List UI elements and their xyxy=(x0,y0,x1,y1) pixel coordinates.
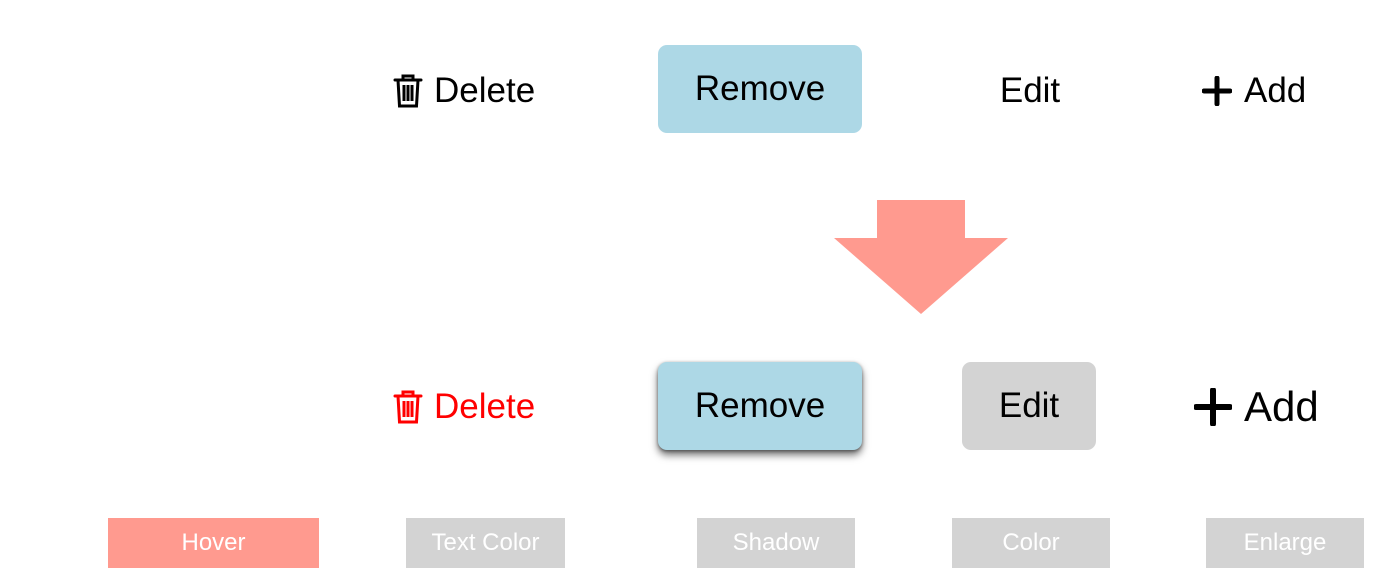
color-label: Color xyxy=(952,518,1110,568)
plus-icon xyxy=(1194,388,1232,426)
edit-label: Edit xyxy=(998,386,1060,425)
delete-label: Delete xyxy=(434,71,536,110)
hover-label: Hover xyxy=(108,518,319,568)
remove-button-hover[interactable]: Remove xyxy=(658,362,862,450)
remove-button[interactable]: Remove xyxy=(658,45,862,133)
edit-label: Edit xyxy=(999,71,1061,110)
delete-button[interactable]: Delete xyxy=(392,62,535,120)
add-button[interactable]: Add xyxy=(1202,62,1306,120)
delete-button-hover[interactable]: Delete xyxy=(392,378,535,436)
remove-label: Remove xyxy=(694,69,826,108)
plus-icon xyxy=(1202,76,1232,106)
trash-icon xyxy=(392,389,424,425)
down-arrow-icon xyxy=(834,200,1008,319)
remove-label: Remove xyxy=(694,386,826,425)
trash-icon xyxy=(392,73,424,109)
delete-label: Delete xyxy=(434,387,536,426)
add-label: Add xyxy=(1244,383,1319,430)
shadow-label: Shadow xyxy=(697,518,855,568)
add-label: Add xyxy=(1244,71,1307,110)
enlarge-label: Enlarge xyxy=(1206,518,1364,568)
edit-button[interactable]: Edit xyxy=(990,62,1070,120)
text-color-label: Text Color xyxy=(406,518,565,568)
add-button-hover[interactable]: Add xyxy=(1194,375,1319,439)
edit-button-hover[interactable]: Edit xyxy=(962,362,1096,450)
